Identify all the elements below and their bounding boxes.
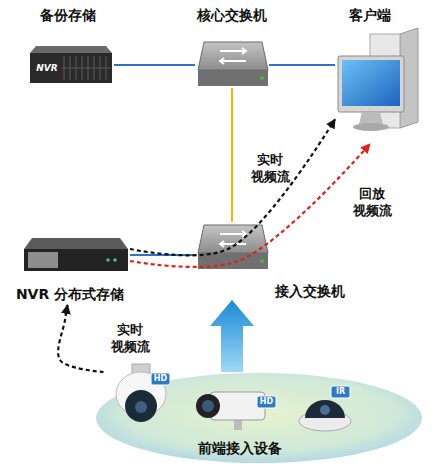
ground-ellipse [96, 373, 422, 463]
camera-badge: IR [336, 388, 345, 396]
edge-label: 实时 视频流 [111, 321, 150, 355]
node-heading: NVR 分布式存储 [10, 285, 130, 303]
box-cam-glass [202, 400, 214, 412]
camera-badge: HD [260, 398, 273, 406]
monitor-frame [338, 56, 404, 112]
switch-arrows [220, 48, 246, 64]
monitor-stand [359, 112, 383, 124]
switch-led [260, 76, 264, 80]
camera-badge: HD [154, 375, 167, 383]
storage-front [30, 53, 112, 83]
dome-cover [305, 400, 345, 418]
monitor-base [353, 123, 389, 131]
switch-front [198, 70, 268, 86]
network-link [114, 64, 195, 66]
dome-lens [320, 405, 330, 415]
monitor-screen [342, 60, 400, 106]
node-heading: 核心交换机 [195, 6, 269, 24]
ptz-dome [125, 390, 157, 422]
badge [151, 373, 170, 385]
box-cam-lens [196, 394, 220, 418]
switch-icon [198, 225, 268, 269]
stream-arrow [58, 305, 103, 372]
badge [257, 396, 276, 408]
nvr-panel [28, 252, 58, 268]
switch-icon [198, 42, 268, 86]
drive-bays [62, 56, 110, 80]
nvr-top [24, 238, 128, 249]
device-brand: NVR [36, 64, 57, 73]
nvr-led [106, 258, 110, 262]
switch-arrows [220, 231, 246, 247]
nvr-led [113, 258, 117, 262]
badge [331, 386, 350, 398]
edge-label: 实时 视频流 [251, 151, 290, 185]
node-heading: 接入交换机 [275, 282, 345, 300]
switch-top [198, 42, 268, 70]
network-link [269, 64, 335, 66]
stream-arrow [130, 144, 370, 267]
node-heading: 前端接入设备 [195, 439, 285, 457]
network-link [130, 254, 195, 256]
node-heading: 备份存储 [22, 6, 114, 24]
storage-top [30, 46, 112, 53]
node-heading: 客户端 [335, 6, 405, 24]
network-link [231, 88, 233, 222]
ptz-lens [135, 401, 147, 413]
switch-top [198, 225, 268, 253]
switch-led [260, 259, 264, 263]
stream-arrow [130, 119, 335, 255]
edge-label: 回放 视频流 [353, 185, 392, 219]
nvr-front [24, 249, 128, 271]
uplink-arrow [210, 300, 254, 372]
